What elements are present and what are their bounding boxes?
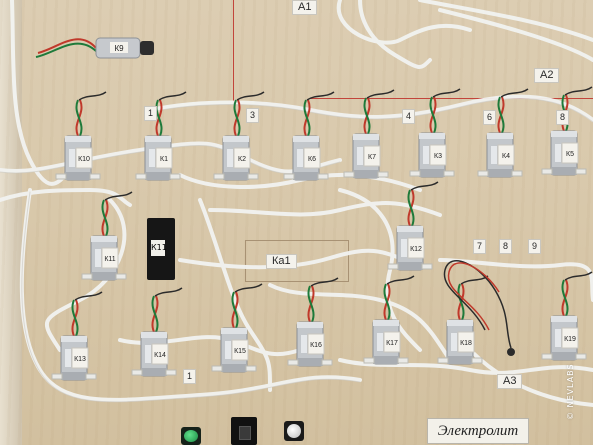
valve-label: К5 [566, 151, 574, 158]
valve-k12: К12 [387, 225, 433, 271]
valve-k16: К16 [287, 321, 333, 367]
valve-tag [151, 343, 169, 365]
valve-label: К7 [368, 154, 376, 161]
tube-tag: 7 [473, 239, 487, 254]
valve-k9: К9 [95, 37, 154, 59]
valve-tag [429, 144, 447, 166]
valve-label: К12 [410, 246, 422, 253]
tube-tag: 6 [483, 110, 497, 125]
valve-label: К19 [564, 336, 576, 343]
valve-k18: К18 [437, 319, 483, 365]
valve-k15: К15 [211, 327, 257, 373]
valve-tag [110, 42, 128, 53]
valve-label: К4 [502, 153, 510, 160]
valve-tag [407, 237, 425, 259]
valve-tag [233, 147, 251, 169]
electrolyte-sign: Электролит [427, 418, 529, 444]
valve-label: К10 [78, 156, 90, 163]
valve-k7: К7 [343, 133, 389, 179]
valve-label: К16 [310, 342, 322, 349]
valve-tag [457, 331, 475, 353]
valve-k17: К17 [363, 319, 409, 365]
valve-label: К15 [234, 348, 246, 355]
valve-label: К11 [104, 256, 115, 263]
valve-k10: К10 [55, 135, 101, 181]
valve-tag [363, 145, 381, 167]
valve-k5: К5 [541, 130, 587, 176]
valve-tag [155, 147, 173, 169]
valve-label: К6 [308, 156, 316, 163]
valve-k19: К19 [541, 315, 587, 361]
tube-tag: 9 [528, 239, 542, 254]
relay-label: К11 [151, 240, 167, 256]
valve-k4: К4 [477, 132, 523, 178]
section-divider-horizontal [310, 98, 593, 99]
valve-k11: К11 [81, 235, 127, 281]
indicator-button[interactable] [284, 421, 304, 441]
valve-tag [561, 142, 579, 164]
section-label-a1: A1 [292, 0, 318, 15]
tube-tag: 4 [402, 109, 416, 124]
valve-k6: К6 [283, 135, 329, 181]
valve-k13: К13 [51, 335, 97, 381]
valve-label: К2 [238, 156, 246, 163]
section-label-a2: A2 [534, 68, 560, 83]
valve-label: К3 [434, 153, 442, 160]
valve-tag [101, 247, 119, 269]
valve-label: К9 [114, 44, 124, 53]
watermark: © NEVLABS [566, 363, 575, 420]
valve-k3: К3 [409, 132, 455, 178]
start-button[interactable] [181, 427, 201, 445]
valve-tag [303, 147, 321, 169]
valve-k1: К1 [135, 135, 181, 181]
ka1-outline [245, 240, 349, 282]
relay-module: К11 [147, 218, 175, 280]
tube-tag: 8 [499, 239, 513, 254]
tube-tag: 1 [183, 369, 197, 384]
valve-label: К18 [460, 340, 472, 347]
valve-label: К13 [74, 356, 86, 363]
valve-k14: К14 [131, 331, 177, 377]
valve-tag [383, 331, 401, 353]
valve-tag [71, 347, 89, 369]
valve-k2: К2 [213, 135, 259, 181]
valve-tag [561, 327, 579, 349]
valve-tag [497, 144, 515, 166]
pressure-sensor [507, 348, 515, 356]
section-label-a3: A3 [497, 374, 523, 389]
center-label-ka1: Ка1 [266, 254, 297, 269]
valve-tag [75, 147, 93, 169]
valve-tag [307, 333, 325, 355]
tube-tag: 1 [144, 106, 158, 121]
tube-tag: 3 [246, 108, 260, 123]
section-divider-vertical [233, 0, 234, 104]
valve-label: К17 [386, 340, 398, 347]
valve-tag [231, 339, 249, 361]
power-switch[interactable] [231, 417, 257, 445]
valve-label: К1 [160, 156, 168, 163]
tube-tag: 8 [556, 110, 570, 125]
valve-label: К14 [154, 352, 166, 359]
